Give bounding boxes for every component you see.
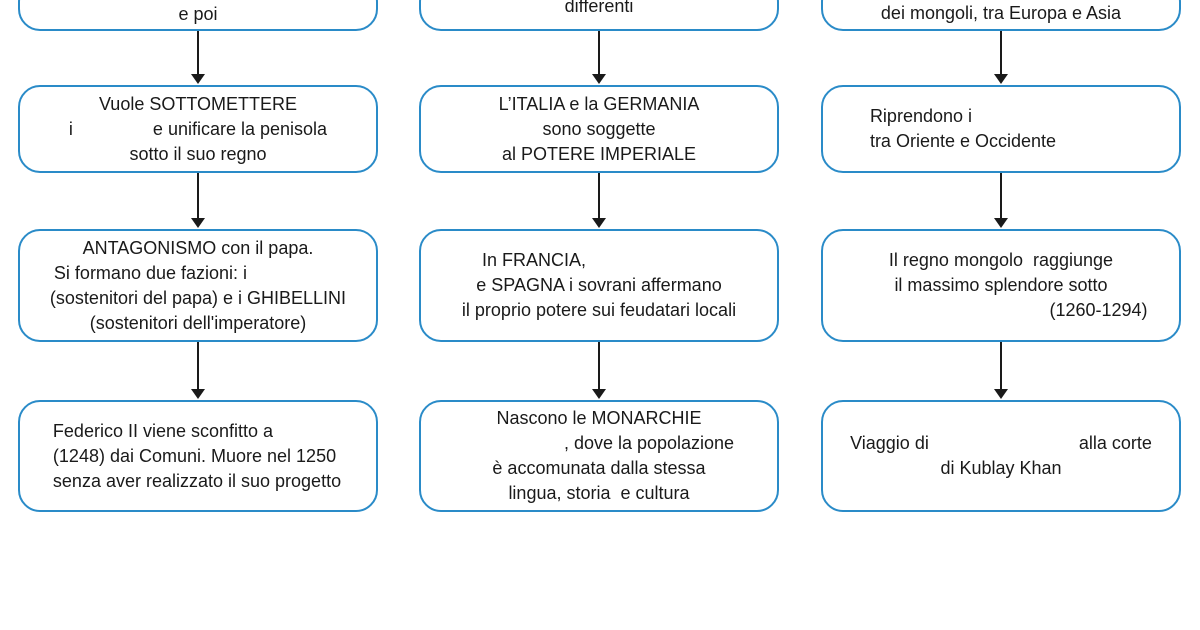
box-text: Il regno mongolo raggiunge il massimo sp… (888, 250, 1148, 320)
box-text: dei mongoli, tra Europa e Asia (880, 3, 1122, 23)
box-text: e poi (178, 4, 218, 24)
box-col2-row1: differenti (419, 0, 779, 31)
arrow-down (994, 173, 1008, 228)
box-col3-row1: dei mongoli, tra Europa e Asia (821, 0, 1181, 31)
box-col3-row2: Riprendono i tra Oriente e Occidente (821, 85, 1181, 173)
box-col2-row4: Nascono le MONARCHIE , dove la popolazio… (419, 400, 779, 512)
box-text: Federico II viene sconfitto a (1248) dai… (52, 420, 342, 491)
arrow-down (994, 31, 1008, 84)
box-text: Viaggio di alla corte di Kublay Khan (850, 433, 1152, 478)
box-col1-row1: e poi (18, 0, 378, 31)
box-text: Riprendono i tra Oriente e Occidente (869, 106, 1057, 151)
box-text: Nascono le MONARCHIE , dove la popolazio… (492, 408, 735, 503)
arrow-down (592, 31, 606, 84)
box-col1-row2: Vuole SOTTOMETTERE i e unificare la peni… (18, 85, 378, 173)
box-text: ANTAGONISMO con il papa. Si formano due … (49, 237, 347, 333)
arrow-down (994, 342, 1008, 399)
box-col1-row4: Federico II viene sconfitto a (1248) dai… (18, 400, 378, 512)
arrow-down (592, 173, 606, 228)
box-text: Vuole SOTTOMETTERE i e unificare la peni… (68, 93, 328, 164)
arrow-down (191, 173, 205, 228)
box-col3-row3: Il regno mongolo raggiunge il massimo sp… (821, 229, 1181, 342)
box-text: L’ITALIA e la GERMANIA sono soggette al … (498, 93, 700, 164)
box-col3-row4: Viaggio di alla corte di Kublay Khan (821, 400, 1181, 512)
box-text: differenti (564, 0, 634, 16)
arrow-down (191, 342, 205, 399)
arrow-down (191, 31, 205, 84)
box-col1-row3: ANTAGONISMO con il papa. Si formano due … (18, 229, 378, 342)
box-col2-row3: In FRANCIA, e SPAGNA i sovrani affermano… (419, 229, 779, 342)
arrow-down (592, 342, 606, 399)
box-text: In FRANCIA, e SPAGNA i sovrani affermano… (461, 250, 737, 320)
box-col2-row2: L’ITALIA e la GERMANIA sono soggette al … (419, 85, 779, 173)
